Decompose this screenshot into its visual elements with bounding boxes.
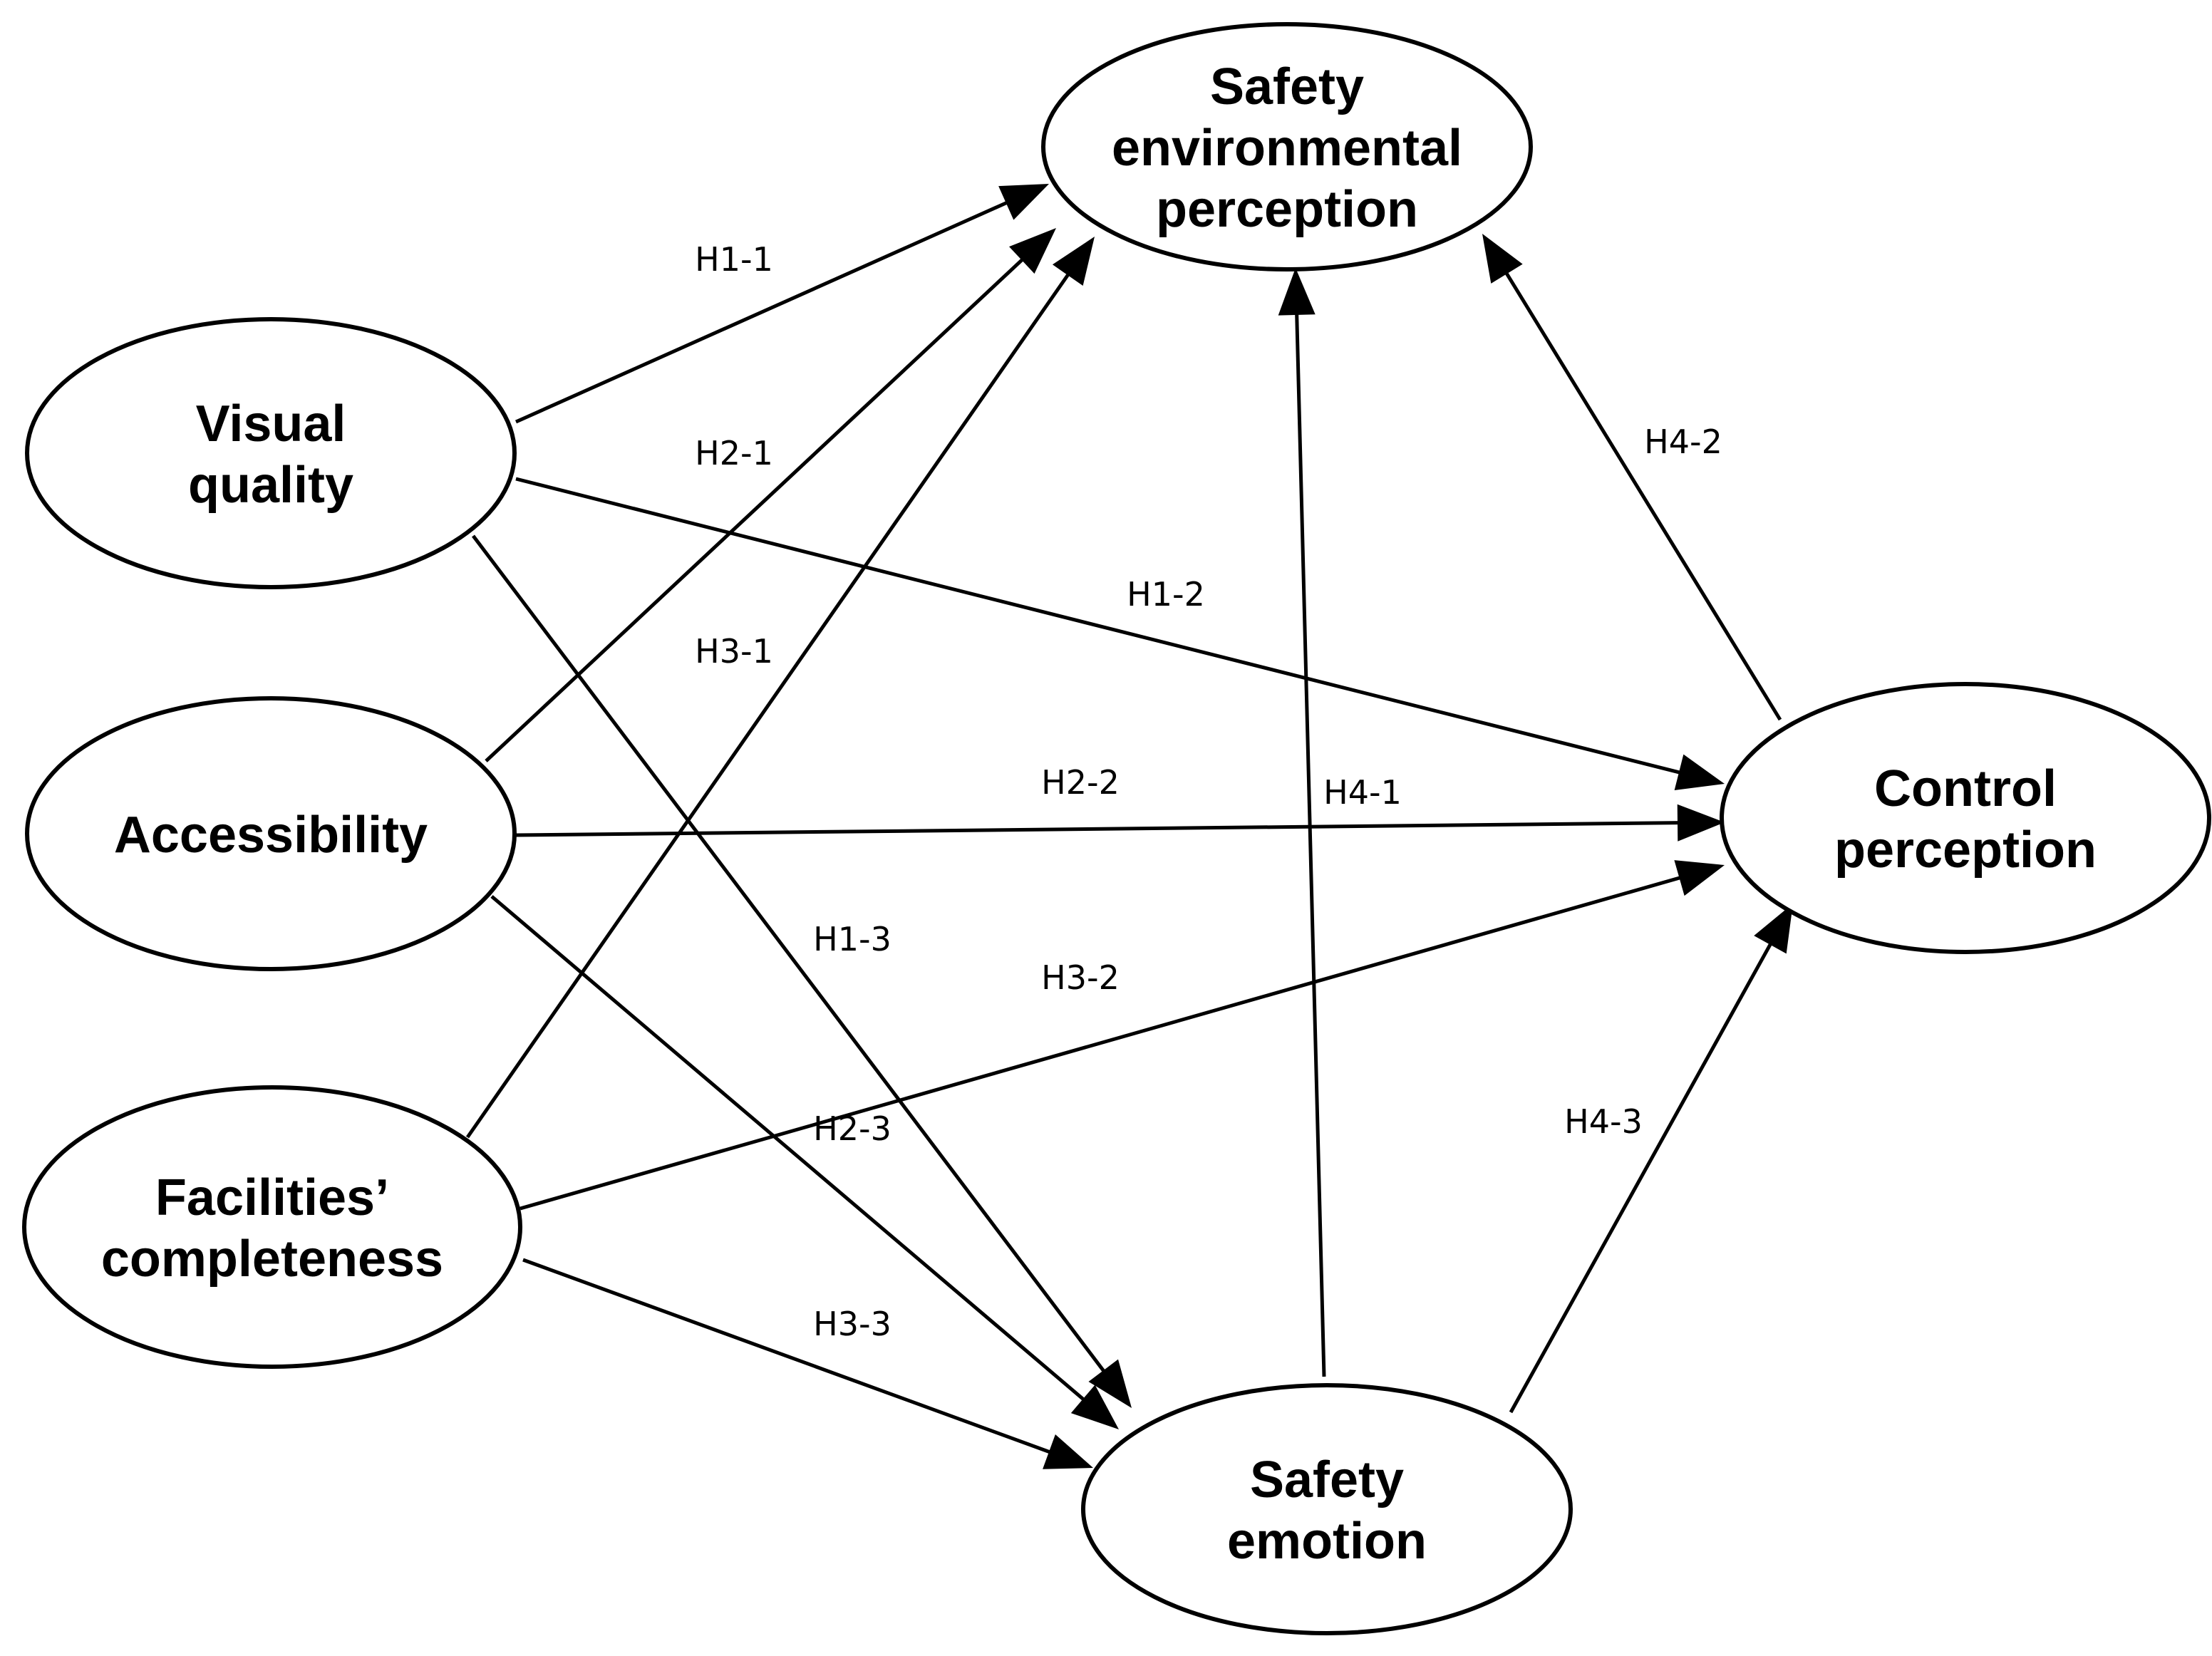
- edge-line-h3-3: [522, 1258, 1053, 1455]
- edge-line-h4-1: [1295, 311, 1326, 1377]
- node-ellipse: [1041, 22, 1533, 271]
- edge-h1-1: [515, 184, 1049, 424]
- arrow-head-icon: [1482, 234, 1523, 284]
- edge-line-h2-2: [515, 821, 1681, 837]
- edge-label-h3-3: H3-3: [813, 1305, 891, 1343]
- edge-h4-3: [1509, 904, 1793, 1414]
- edge-h3-3: [522, 1258, 1093, 1469]
- edge-h2-2: [515, 804, 1725, 842]
- arrow-head-icon: [1070, 1385, 1119, 1429]
- arrow-head-icon: [998, 184, 1049, 220]
- edge-line-h1-2: [515, 477, 1683, 775]
- arrow-head-icon: [1043, 1434, 1093, 1469]
- edge-label-h4-3: H4-3: [1564, 1102, 1643, 1141]
- edge-h4-2: [1482, 234, 1782, 721]
- edge-labels-layer: H1-1H2-1H3-1 H1-2H2-2H3-2 H1-3H2-3H3-3 H4-1…: [695, 240, 1722, 1343]
- node-ellipse: [1720, 682, 2211, 954]
- arrow-head-icon: [1088, 1359, 1132, 1408]
- node-ellipse: [22, 1085, 522, 1369]
- node-acc: Accessibility: [25, 696, 517, 971]
- edge-label-h1-2: H1-2: [1127, 575, 1205, 614]
- edge-line-h4-3: [1509, 941, 1774, 1414]
- node-label-line: completeness: [101, 1231, 443, 1288]
- node-ellipse: [25, 696, 517, 971]
- edge-line-h3-2: [520, 875, 1683, 1211]
- edge-h2-1: [485, 228, 1056, 762]
- edge-h1-3: [472, 534, 1132, 1408]
- edge-line-h4-2: [1504, 270, 1782, 721]
- node-fc: Facilities’completeness: [22, 1085, 522, 1369]
- edge-h3-1: [465, 237, 1095, 1139]
- edge-line-h1-3: [472, 534, 1107, 1375]
- node-label-line: emotion: [1227, 1513, 1427, 1570]
- node-label-line: Accessibility: [114, 807, 428, 864]
- node-label-line: Visual: [196, 395, 346, 452]
- edge-line-h2-3: [490, 895, 1087, 1402]
- nodes-layer: SafetyenvironmentalperceptionVisualquali…: [22, 22, 2211, 1635]
- node-label-line: perception: [1834, 822, 2097, 879]
- arrow-head-icon: [1677, 804, 1725, 842]
- node-label-line: Control: [1874, 760, 2057, 817]
- edge-line-h3-1: [465, 271, 1071, 1139]
- edge-h2-3: [490, 895, 1119, 1429]
- edge-label-h1-3: H1-3: [813, 920, 891, 958]
- edge-label-h4-1: H4-1: [1323, 773, 1402, 812]
- edge-label-h4-2: H4-2: [1644, 423, 1722, 461]
- arrow-head-icon: [1009, 228, 1056, 274]
- edge-label-h1-1: H1-1: [695, 240, 773, 279]
- edge-h3-2: [520, 860, 1725, 1211]
- node-ellipse: [25, 317, 517, 589]
- node-label-line: perception: [1156, 181, 1418, 238]
- node-ellipse: [1081, 1383, 1573, 1635]
- arrow-head-icon: [1674, 754, 1725, 791]
- arrow-head-icon: [1278, 268, 1316, 316]
- arrow-head-icon: [1052, 237, 1095, 286]
- edge-label-h3-2: H3-2: [1041, 958, 1120, 997]
- node-label-line: environmental: [1112, 120, 1462, 177]
- edge-label-h3-1: H3-1: [695, 632, 773, 671]
- edge-h1-2: [515, 477, 1725, 791]
- arrow-head-icon: [1674, 860, 1725, 896]
- node-label-line: Safety: [1210, 58, 1364, 115]
- arrow-head-icon: [1754, 904, 1793, 954]
- node-label-line: quality: [188, 457, 353, 514]
- edge-line-h2-1: [485, 257, 1025, 762]
- node-label-line: Safety: [1250, 1451, 1404, 1508]
- node-label-line: Facilities’: [155, 1169, 389, 1226]
- edge-line-h1-1: [515, 200, 1010, 424]
- edge-h4-1: [1278, 268, 1326, 1377]
- edge-label-h2-3: H2-3: [813, 1109, 891, 1148]
- edges-layer: [465, 184, 1793, 1469]
- edge-label-h2-1: H2-1: [695, 434, 773, 472]
- edge-label-h2-2: H2-2: [1041, 763, 1120, 802]
